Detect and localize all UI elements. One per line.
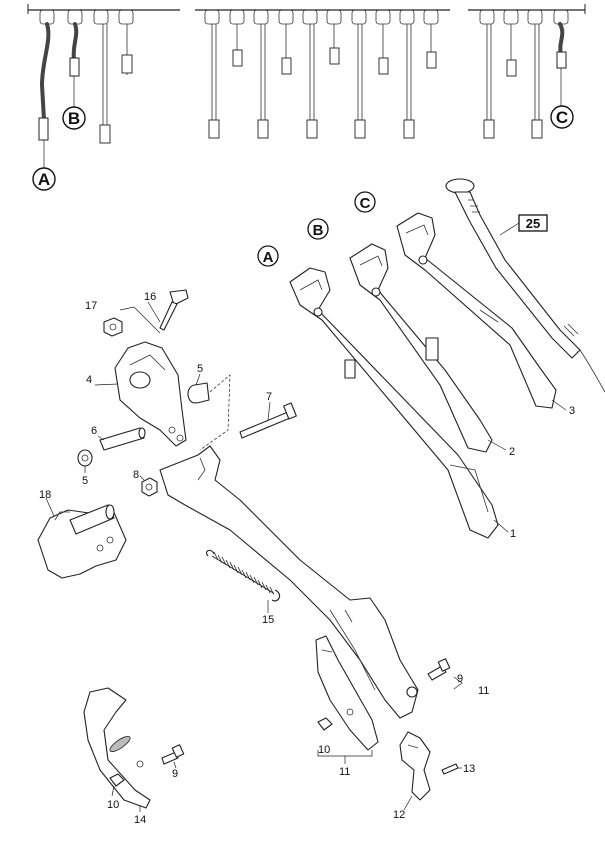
part-label-3: 3: [569, 405, 575, 417]
part-label-15: 15: [262, 614, 274, 626]
part-label-4: 4: [86, 374, 92, 386]
shaft-assembly: [445, 178, 605, 393]
part-label-6: 6: [91, 425, 97, 437]
callout-c-link: C: [354, 191, 376, 213]
guard-plate-part-14: [83, 687, 151, 809]
part-label-16: 16: [144, 291, 156, 303]
part-label-5-upper: 5: [197, 363, 203, 375]
callout-c-link-label: C: [360, 195, 371, 212]
part-label-14: 14: [134, 814, 146, 826]
part-label-5-lower: 5: [82, 475, 88, 487]
reference-box-25: 25: [499, 214, 548, 236]
part-label-17: 17: [85, 300, 97, 312]
part-label-10-lower: 10: [107, 799, 119, 811]
callout-c-overview: C: [550, 105, 574, 129]
nut-part-8: [141, 477, 158, 497]
callout-a-overview-label: A: [38, 170, 50, 189]
reference-box-25-label: 25: [526, 216, 540, 231]
bolt-part-7: [239, 402, 297, 439]
part-label-11-right: 11: [478, 685, 489, 697]
part-label-18: 18: [39, 489, 51, 501]
nut-part-10-lower: [109, 773, 125, 787]
callout-a-overview: A: [32, 167, 56, 191]
screw-part-13: [441, 763, 459, 775]
part-label-10-center: 10: [318, 744, 330, 756]
part-label-13: 13: [463, 763, 475, 775]
bracket-part-4: [114, 341, 187, 447]
link-c-part-3: [396, 212, 557, 409]
bushing-part-5-left: [77, 449, 93, 467]
linkage-row-overview: [27, 4, 586, 168]
part-label-11-center: 11: [339, 766, 350, 778]
link-b-part-2: [349, 243, 493, 453]
callout-b-link-label: B: [313, 222, 324, 239]
part-label-12: 12: [393, 809, 405, 821]
bolt-part-9-lower: [161, 744, 185, 765]
spring-part-15: [206, 549, 281, 602]
bolt-part-9-upper: [427, 658, 451, 681]
lever-part-12: [399, 731, 431, 801]
part-label-9-lower: 9: [172, 768, 178, 780]
pin-part-6: [99, 427, 146, 451]
part-label-7: 7: [266, 391, 272, 403]
clamp-assembly-part-18: [37, 504, 127, 579]
callout-c-overview-label: C: [556, 108, 568, 127]
part-label-2: 2: [509, 446, 515, 458]
callout-a-link: A: [257, 245, 279, 267]
part-label-1: 1: [510, 528, 516, 540]
callout-a-link-label: A: [263, 249, 274, 266]
bolt-part-16: [159, 289, 189, 331]
callout-b-link: B: [307, 218, 329, 240]
part-label-9-upper: 9: [457, 673, 463, 685]
main-arm: [159, 445, 419, 719]
part-label-8: 8: [133, 469, 139, 481]
callout-b-overview: B: [62, 106, 86, 130]
link-a-part-1: [289, 267, 499, 539]
callout-b-overview-label: B: [68, 109, 80, 128]
lever-plate-part-11: [315, 635, 379, 751]
bushing-part-5-right: [187, 382, 210, 404]
nut-part-17: [103, 317, 123, 337]
